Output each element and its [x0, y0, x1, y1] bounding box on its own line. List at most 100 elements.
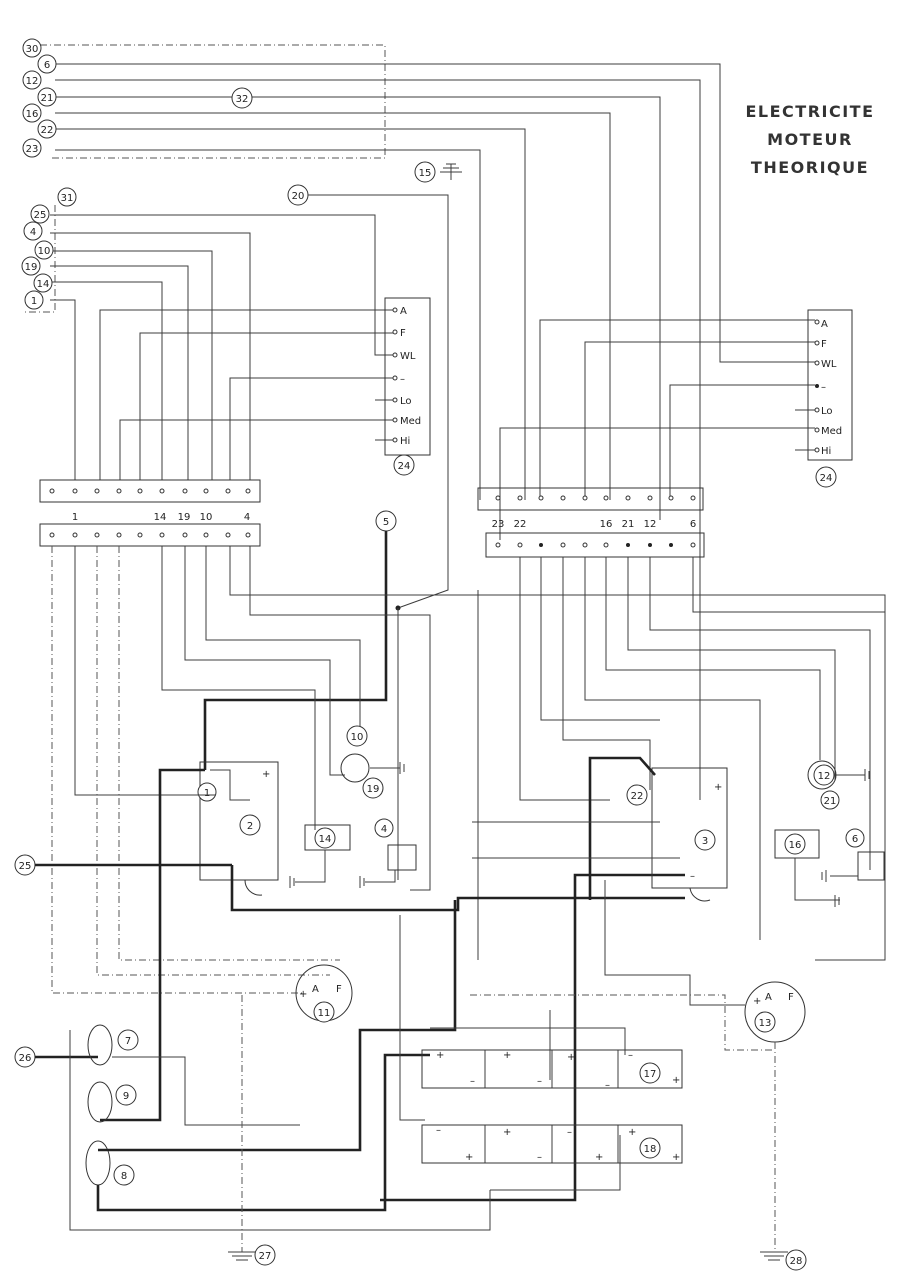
battery-17-minus-3: –: [628, 1050, 633, 1061]
label-25: 25: [19, 861, 32, 872]
left-panel-terminal-med: Med: [400, 416, 421, 427]
left-main-power: 25: [14, 768, 685, 1202]
right-strip-label-22: 22: [514, 519, 527, 530]
left-strip-label-14: 14: [154, 512, 167, 523]
cable-label-14: 14: [37, 279, 50, 290]
cable-bundle-top: 30 6 12 21 16 22 23 32: [22, 38, 721, 800]
label-22: 22: [631, 791, 644, 802]
label-12: 12: [818, 771, 831, 782]
battery-18-plus-3: +: [628, 1127, 636, 1138]
cable-bundle-left: 31 25 4 10 19 14 1: [21, 187, 395, 480]
right-panel-terminal-lo: Lo: [821, 406, 833, 417]
label-1: 1: [204, 788, 210, 799]
label-7: 7: [125, 1036, 131, 1047]
right-panel-terminal-minus: –: [821, 382, 826, 393]
right-panel-terminal-hi: Hi: [821, 446, 831, 457]
battery-18-minus-3: –: [567, 1127, 572, 1138]
label-14: 14: [319, 834, 332, 845]
cable-label-25: 25: [34, 210, 47, 221]
cable-label-16: 16: [26, 109, 39, 120]
cable-label-1: 1: [31, 296, 37, 307]
alt-right-f: F: [788, 992, 794, 1003]
right-terminal-strips: 23 22 16 21 12 6: [477, 487, 705, 558]
battery-17-plus-3: +: [567, 1052, 575, 1063]
battery-18-minus-1: –: [436, 1125, 441, 1136]
label-15: 15: [419, 168, 432, 179]
alt-right-a: A: [765, 992, 772, 1003]
left-panel-terminal-a: A: [400, 306, 407, 317]
left-strip-pins: [49, 488, 251, 538]
starter-right: 3 + – 22: [472, 756, 728, 902]
component-4: 4: [359, 818, 417, 888]
right-strip-label-16: 16: [600, 519, 613, 530]
left-panel-terminal-lo: Lo: [400, 396, 412, 407]
label-19: 19: [367, 784, 380, 795]
battery-17: 17 + + – – + – – +: [421, 1010, 683, 1091]
label-4: 4: [381, 824, 387, 835]
component-12-21: 12 21: [807, 760, 870, 810]
battery-17-minus-1: –: [470, 1076, 475, 1087]
label-20: 20: [292, 191, 305, 202]
cable-label-12: 12: [26, 76, 39, 87]
right-strip-label-21: 21: [622, 519, 635, 530]
right-panel-terminal-a: A: [821, 319, 828, 330]
battery-18-plus-5: +: [672, 1152, 680, 1163]
left-panel-terminal-minus: –: [400, 374, 405, 385]
label-26: 26: [19, 1053, 32, 1064]
cable-label-22: 22: [41, 125, 54, 136]
label-18: 18: [644, 1144, 657, 1155]
label-10: 10: [351, 732, 364, 743]
left-strip-label-19: 19: [178, 512, 191, 523]
left-strip-label-10: 10: [200, 512, 213, 523]
cable-label-23: 23: [26, 144, 39, 155]
label-21: 21: [824, 796, 837, 807]
junction-20-15: 20 15: [287, 161, 462, 609]
left-strip-label-4: 4: [244, 512, 250, 523]
component-14: 14: [289, 824, 351, 888]
right-panel-label: 24: [820, 473, 833, 484]
fuse-stack-left: 26 7 9 8: [14, 900, 491, 1231]
right-control-panel: A F WL – Lo Med Hi 24: [499, 309, 853, 540]
right-strip-label-12: 12: [644, 519, 657, 530]
left-panel-terminal-wl: WL: [400, 351, 416, 362]
label-13: 13: [759, 1018, 772, 1029]
ground-27: 27: [228, 995, 276, 1266]
battery-17-minus-2: –: [537, 1076, 542, 1087]
alt-left-f: F: [336, 984, 342, 995]
cable-label-6: 6: [44, 60, 50, 71]
label-6: 6: [852, 834, 858, 845]
battery-18-plus-1: +: [503, 1127, 511, 1138]
left-control-panel: A F WL – Lo Med Hi 24: [384, 297, 431, 476]
harness-label: 32: [236, 94, 249, 105]
left-panel-label: 24: [398, 461, 411, 472]
right-strip-label-6: 6: [690, 519, 696, 530]
left-lower-routing: [51, 546, 431, 994]
battery-17-minus-4: –: [605, 1080, 610, 1091]
right-strip-pins: [495, 495, 696, 548]
label-17: 17: [644, 1069, 657, 1080]
alt-right-plus: +: [753, 996, 761, 1007]
battery-17-plus-4: +: [672, 1075, 680, 1086]
label-8: 8: [121, 1171, 127, 1182]
left-panel-terminal-hi: Hi: [400, 436, 410, 447]
alt-left-a: A: [312, 984, 319, 995]
starter-right-minus: –: [690, 871, 695, 882]
right-panel-terminal-f: F: [821, 339, 827, 350]
starter-left-plus: +: [262, 769, 270, 780]
label-16: 16: [789, 840, 802, 851]
cable-label-10: 10: [38, 246, 51, 257]
title-line-3: THEORIQUE: [751, 158, 869, 177]
battery-18-minus-2: –: [537, 1152, 542, 1163]
title-line-2: MOTEUR: [767, 130, 853, 149]
starter-left: 2 + 1: [197, 761, 279, 896]
alternator-left: 11 + A F: [295, 964, 353, 1023]
component-16: 16: [774, 829, 840, 907]
battery-17-plus-1: +: [436, 1050, 444, 1061]
right-strip-label-23: 23: [492, 519, 505, 530]
right-panel-terminal-med: Med: [821, 426, 842, 437]
left-panel-wires: [99, 309, 395, 480]
junction-5: 5: [203, 510, 886, 961]
left-panel-terminal-f: F: [400, 328, 406, 339]
